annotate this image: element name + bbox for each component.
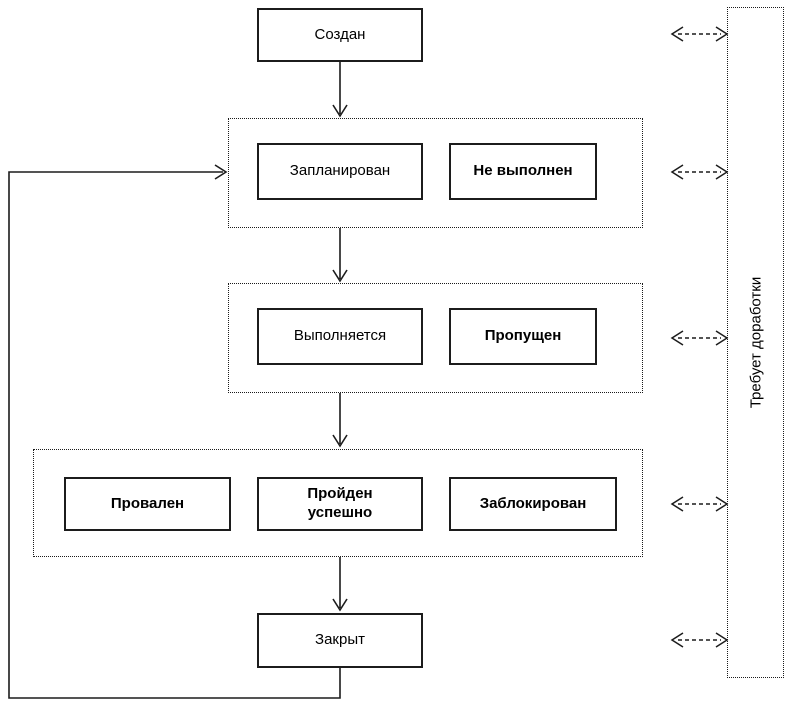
node-planned: Запланирован: [257, 143, 423, 200]
node-not-executed: Не выполнен: [449, 143, 597, 200]
node-closed: Закрыт: [257, 613, 423, 668]
node-failed: Провален: [64, 477, 231, 531]
node-passed-label: Пройден успешно: [307, 485, 373, 521]
node-blocked-label: Заблокирован: [479, 494, 587, 512]
node-created-label: Создан: [314, 25, 366, 43]
node-skipped: Пропущен: [449, 308, 597, 365]
dashed-link-row-results: [670, 496, 729, 512]
arrow-scheduled-to-running: [332, 228, 348, 283]
arrow-running-to-results: [332, 393, 348, 448]
side-panel-rework: Требует доработки: [727, 7, 784, 678]
node-in-progress-label: Выполняется: [293, 327, 387, 345]
dashed-link-row-created: [670, 26, 729, 42]
node-skipped-label: Пропущен: [484, 327, 562, 345]
dashed-link-row-closed: [670, 632, 729, 648]
arrow-results-to-closed: [332, 557, 348, 612]
arrow-created-to-scheduled: [332, 62, 348, 118]
node-in-progress: Выполняется: [257, 308, 423, 365]
dashed-link-row-running: [670, 330, 729, 346]
node-passed: Пройден успешно: [257, 477, 423, 531]
side-panel-rework-label: Требует доработки: [747, 276, 765, 409]
node-planned-label: Запланирован: [289, 162, 391, 180]
node-created: Создан: [257, 8, 423, 62]
node-closed-label: Закрыт: [315, 631, 365, 649]
node-blocked: Заблокирован: [449, 477, 617, 531]
node-failed-label: Провален: [110, 494, 185, 512]
dashed-link-row-scheduled: [670, 164, 729, 180]
node-not-executed-label: Не выполнен: [473, 162, 573, 180]
